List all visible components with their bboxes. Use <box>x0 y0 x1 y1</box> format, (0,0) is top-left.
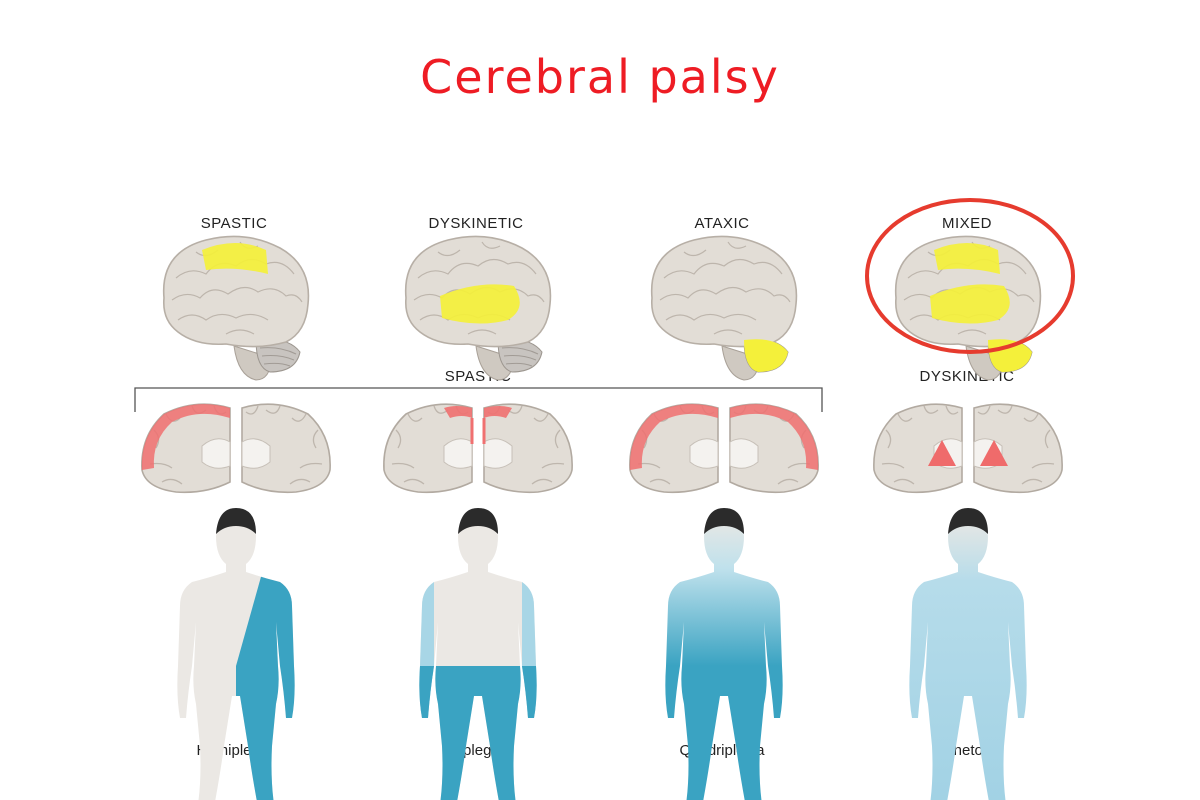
page-title: Cerebral palsy <box>420 50 780 104</box>
brain-dyskinetic <box>404 235 552 381</box>
brain-mixed <box>894 235 1042 381</box>
coronal-diplegia <box>383 403 573 494</box>
body-hemiplegia <box>177 508 295 800</box>
coronal-hemiplegia <box>141 403 331 494</box>
spastic-bracket <box>134 387 823 412</box>
brain-spastic <box>162 235 310 381</box>
body-diplegia <box>419 508 537 800</box>
type-label-ataxic: ATAXIC <box>694 215 750 232</box>
type-label-spastic: SPASTIC <box>200 215 268 232</box>
mixed-highlight-circle <box>865 198 1075 354</box>
brain-ataxic <box>650 235 798 381</box>
type-label-mixed: MIXED <box>941 215 992 232</box>
type-label-dyskinetic: DYSKINETIC <box>428 215 524 232</box>
body-quadriplegia <box>665 508 783 800</box>
body-athetoid <box>909 508 1027 800</box>
coronal-athetoid <box>873 403 1063 494</box>
coronal-quadriplegia <box>629 403 819 494</box>
